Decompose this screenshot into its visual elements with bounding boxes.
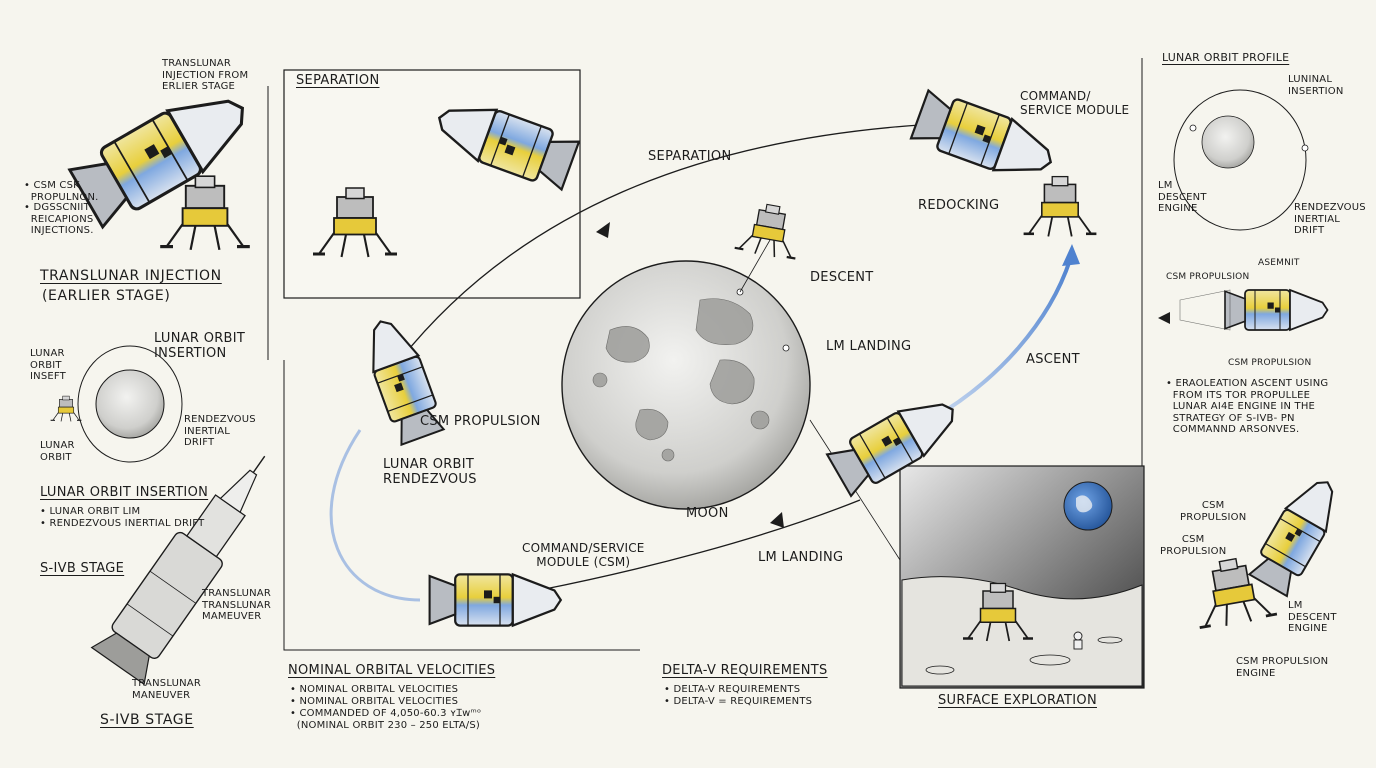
orbit-path-left xyxy=(329,429,421,602)
velocities-bullet: • COMMANDED OF 4,050-60.3 ʏɪᴡᵐᵒ xyxy=(290,708,482,719)
orbit-path-lower xyxy=(539,499,861,591)
redocking-lm xyxy=(1022,175,1098,238)
delta-v-bullet: • DELTA-V REQUIREMENTS xyxy=(664,684,801,695)
surface-crater xyxy=(1097,636,1123,644)
lor-label: LUNAR ORBIT RENDEZVOUS xyxy=(383,457,477,487)
profile-orbit xyxy=(1173,89,1307,231)
landing-site-marker xyxy=(782,344,790,352)
ascent-arrowhead xyxy=(1062,244,1080,266)
profile-moon xyxy=(1201,115,1255,169)
lm-landing-moon-label: LM LANDING xyxy=(826,339,912,354)
right-docked-csm xyxy=(1246,469,1349,598)
translunar-injection-subtitle: (EARLIER STAGE) xyxy=(42,288,171,304)
lm-landing-label: LM LANDING xyxy=(758,550,844,565)
moon-label: MOON xyxy=(686,506,729,521)
thrust-arrow xyxy=(1158,312,1170,324)
sivb-title: S-IVB STAGE xyxy=(40,561,125,576)
right-csm-prop-b: CSM PROPULSION xyxy=(1160,534,1227,557)
csm-top-label: COMMAND/ SERVICE MODULE xyxy=(1020,89,1130,117)
profile-marker xyxy=(1189,124,1197,132)
surface-crater xyxy=(925,665,955,675)
profile-rendezvous-label: RENDEZVOUS INERTIAL DRIFT xyxy=(1294,202,1366,236)
delta-v-bullet: • DELTA-V = REQUIREMENTS xyxy=(664,696,813,707)
loi-insertion-label: LUNAR ORBIT INSERTION xyxy=(154,331,246,361)
velocities-bullet: (NOMINAL ORBIT 230 – 250 ELTA/s) xyxy=(290,720,480,731)
loi-small-lm xyxy=(50,395,82,422)
sivb-translunar-label: TRANSLUNAR TRANSLUNAR MAMEUVER xyxy=(202,588,271,622)
translunar-callout: TRANSLUNAR INJECTION FROM ERLIER STAGE xyxy=(162,58,249,92)
surface-astronaut xyxy=(1073,631,1083,650)
loi-title: LUNAR ORBIT INSERTION xyxy=(40,485,209,500)
profile-marker xyxy=(1301,144,1309,152)
separation-box-title: SEPARATION xyxy=(296,73,380,88)
note-injections: • DGSSCNIIT REICAPIONS INJECTIONS. xyxy=(24,202,94,236)
right-csm-propulsion-label-2: CSM PROPULSION xyxy=(1228,358,1312,368)
csm-return-arrowhead xyxy=(770,512,784,528)
thrust-lines xyxy=(1179,289,1231,331)
loi-inseft-label: LUNAR ORBIT INSEFT xyxy=(30,348,66,382)
ascent-arrow xyxy=(929,259,1072,422)
loi-rendezvous-label: RENDEZVOUS INERTIAL DRIFT xyxy=(184,414,256,448)
center-frame-line xyxy=(283,360,640,651)
right-csm-prop-engine: CSM PROPULSION ENGINE xyxy=(1236,656,1329,679)
separation-arrowhead xyxy=(596,222,610,238)
profile-luninal-label: LUNINAL INSERTION xyxy=(1288,74,1344,97)
loi-small-moon xyxy=(95,369,165,439)
profile-title: LUNAR ORBIT PROFILE xyxy=(1162,51,1290,64)
right-lm-descent-label: LM DESCENT ENGINE xyxy=(1288,600,1337,634)
orbit-path-upper xyxy=(399,124,921,361)
right-csm-prop-a: CSM PROPULSION xyxy=(1180,500,1247,523)
right-note: • ERAOLEATION ASCENT USING FROM ITS TOR … xyxy=(1166,378,1329,435)
sivb-bottom-title: S-IVB STAGE xyxy=(100,712,194,728)
translunar-csm xyxy=(67,76,262,231)
velocities-title: NOMINAL ORBITAL VELOCITIES xyxy=(288,663,496,678)
separation-label: SEPARATION xyxy=(648,149,732,164)
descent-label: DESCENT xyxy=(810,270,874,285)
surface-crater xyxy=(1029,654,1071,666)
right-csm-propulsion-label: CSM PROPULSION xyxy=(1166,272,1250,282)
velocities-bullet: • NOMINAL ORBITAL VELOCITIES xyxy=(290,684,459,695)
csm-bottom-label: COMMAND/SERVICE MODULE (CSM) xyxy=(522,541,645,569)
asemnit-label: ASEMNIT xyxy=(1258,258,1300,268)
velocities-bullet: • NOMINAL ORBITAL VELOCITIES xyxy=(290,696,459,707)
sivb-maneuver-label: TRANSLUNAR MANEUVER xyxy=(132,678,201,701)
right-csm-propulsion xyxy=(1224,289,1329,331)
sivb-stage xyxy=(90,455,266,686)
loi-lunar-orbit-label: LUNAR ORBIT xyxy=(40,440,75,463)
ascent-label: ASCENT xyxy=(1026,352,1080,367)
profile-lm-descent-label: LM DESCENT ENGINE xyxy=(1158,180,1207,214)
descending-lm xyxy=(733,199,805,262)
note-csm-propulnon: • CSM CSK PROPULNON. xyxy=(24,180,99,203)
loi-small-orbit xyxy=(77,345,183,463)
csm-propulsion-label: CSM PROPULSION xyxy=(420,414,541,429)
earth-cloud xyxy=(1076,495,1093,513)
delta-v-title: DELTA-V REQUIREMENTS xyxy=(662,663,828,678)
translunar-injection-title: TRANSLUNAR INJECTION xyxy=(40,268,222,284)
surface-exploration-title: SURFACE EXPLORATION xyxy=(938,693,1097,708)
moon-maria xyxy=(592,298,770,462)
descent-leader xyxy=(739,239,771,293)
redocking-label: REDOCKING xyxy=(918,198,1000,213)
separation-box xyxy=(283,69,581,299)
loi-bullet: • RENDEZVOUS INERTIAL DRIFT xyxy=(40,518,205,529)
csm-bottom-orbit xyxy=(428,573,562,627)
loi-bullet: • LUNAR ORBIT LIM xyxy=(40,506,141,517)
